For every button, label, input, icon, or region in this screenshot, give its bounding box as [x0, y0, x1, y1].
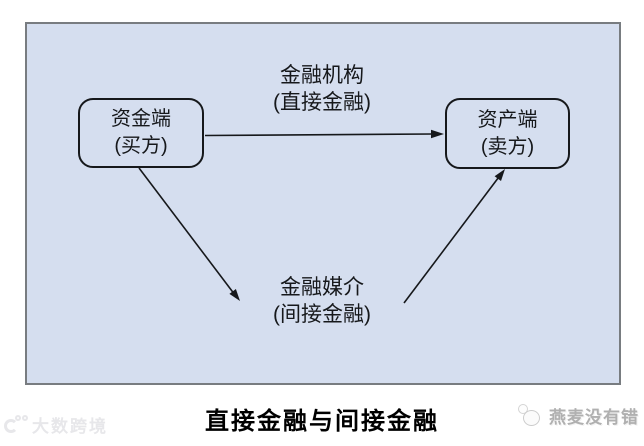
oat-avatar-icon — [518, 403, 542, 428]
edge-label-direct-line1: 金融机构 — [280, 64, 364, 87]
node-funding-line1: 资金端 — [111, 108, 171, 130]
watermark-right-text: 燕麦没有错 — [549, 408, 639, 427]
edge-label-indirect-line2: (间接金融) — [273, 303, 371, 326]
node-funding-line2: (买方) — [114, 135, 168, 157]
watermark-left-text: 大数跨境 — [32, 417, 108, 436]
edge-label-indirect-line1: 金融媒介 — [280, 276, 364, 299]
diagram-panel — [25, 22, 621, 385]
node-asset-line2: (卖方) — [480, 135, 535, 158]
edge-label-direct-finance: 金融机构 (直接金融) — [222, 62, 422, 116]
edge-label-direct-line2: (直接金融) — [273, 91, 371, 114]
watermark-bottom-left: 大数跨境 — [4, 412, 108, 437]
edge-label-indirect-finance: 金融媒介 (间接金融) — [222, 274, 422, 328]
dashu-logo-icon — [4, 413, 28, 437]
node-asset-line1: 资产端 — [477, 108, 538, 131]
node-asset-side: 资产端 (卖方) — [445, 98, 570, 169]
figure-title: 直接金融与间接金融 — [205, 408, 439, 435]
node-funding-side: 资金端 (买方) — [78, 98, 204, 168]
watermark-bottom-right: 燕麦没有错 — [518, 403, 639, 428]
